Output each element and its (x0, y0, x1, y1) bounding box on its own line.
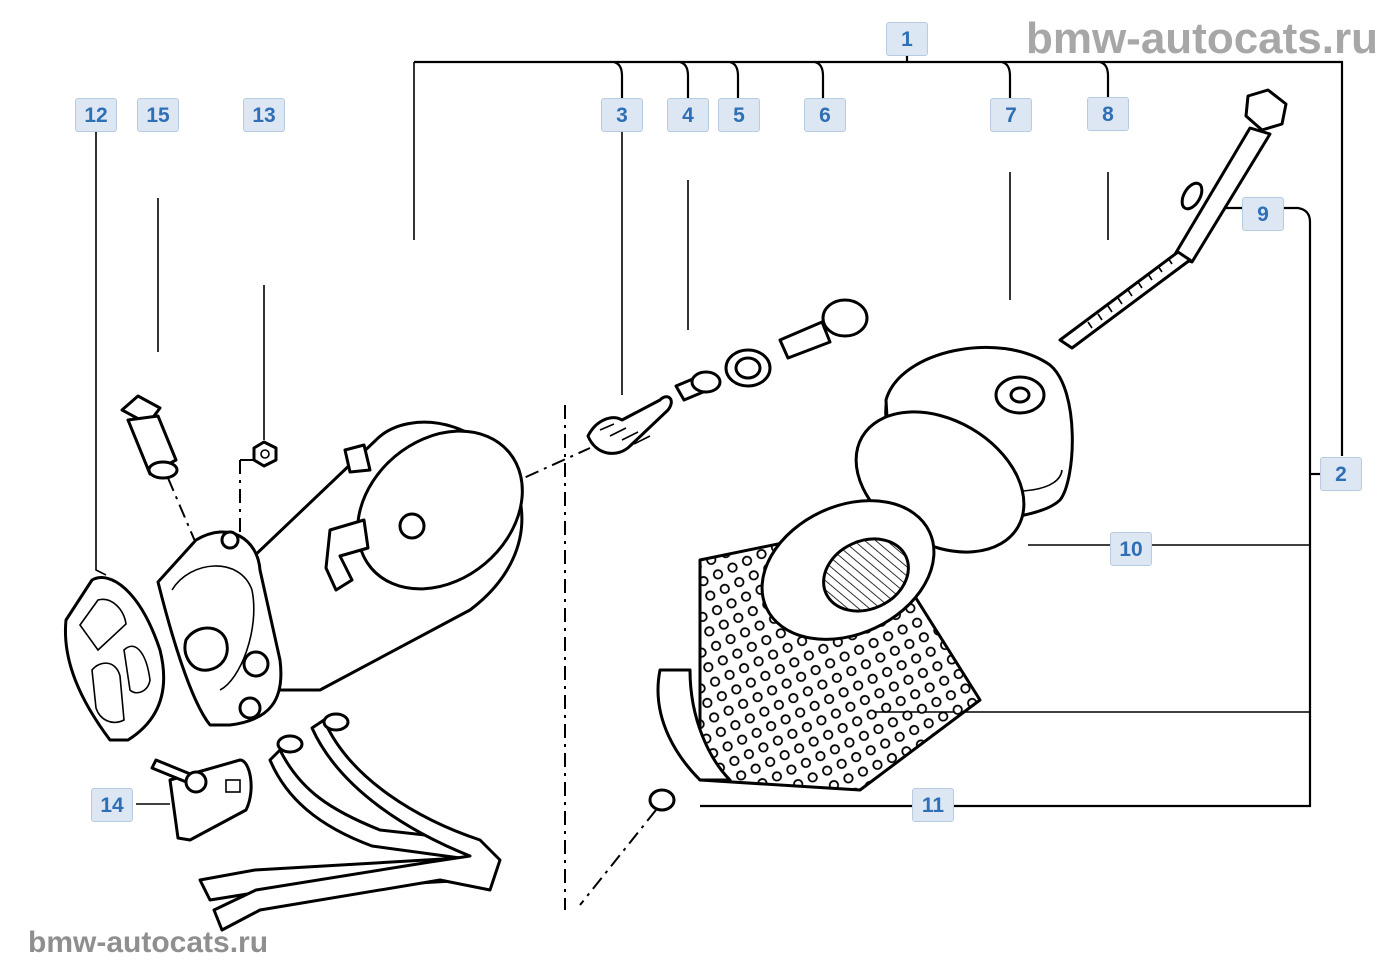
callout-12[interactable]: 12 (75, 98, 117, 132)
filter-element (656, 499, 982, 792)
watermark-bottom: bmw-autocats.ru (28, 926, 269, 959)
callout-15[interactable]: 15 (137, 98, 179, 132)
callout-3[interactable]: 3 (601, 98, 643, 132)
callout-8[interactable]: 8 (1087, 97, 1129, 131)
hex-nut (252, 440, 278, 468)
callout-7[interactable]: 7 (990, 98, 1032, 132)
callout-2[interactable]: 2 (1320, 457, 1362, 491)
flange-gasket (63, 576, 166, 742)
bracket-with-bolt (150, 758, 253, 842)
callout-1[interactable]: 1 (886, 22, 928, 56)
callout-13[interactable]: 13 (243, 98, 285, 132)
callout-5[interactable]: 5 (718, 98, 760, 132)
callout-10[interactable]: 10 (1110, 532, 1152, 566)
pressure-sensor (120, 394, 179, 480)
small-seal-ring (648, 788, 676, 812)
bolt (1058, 88, 1288, 350)
mounting-flange (156, 530, 283, 727)
oil-pipes (198, 712, 502, 932)
callout-4[interactable]: 4 (667, 98, 709, 132)
callout-14[interactable]: 14 (91, 788, 133, 822)
watermark-top: bmw-autocats.ru (1025, 14, 1378, 63)
filter-housing (248, 420, 524, 692)
bypass-valve-parts (586, 298, 869, 455)
callout-6[interactable]: 6 (804, 98, 846, 132)
callout-11[interactable]: 11 (912, 788, 954, 822)
callout-9[interactable]: 9 (1242, 197, 1284, 231)
leader-lines (95, 52, 1344, 910)
